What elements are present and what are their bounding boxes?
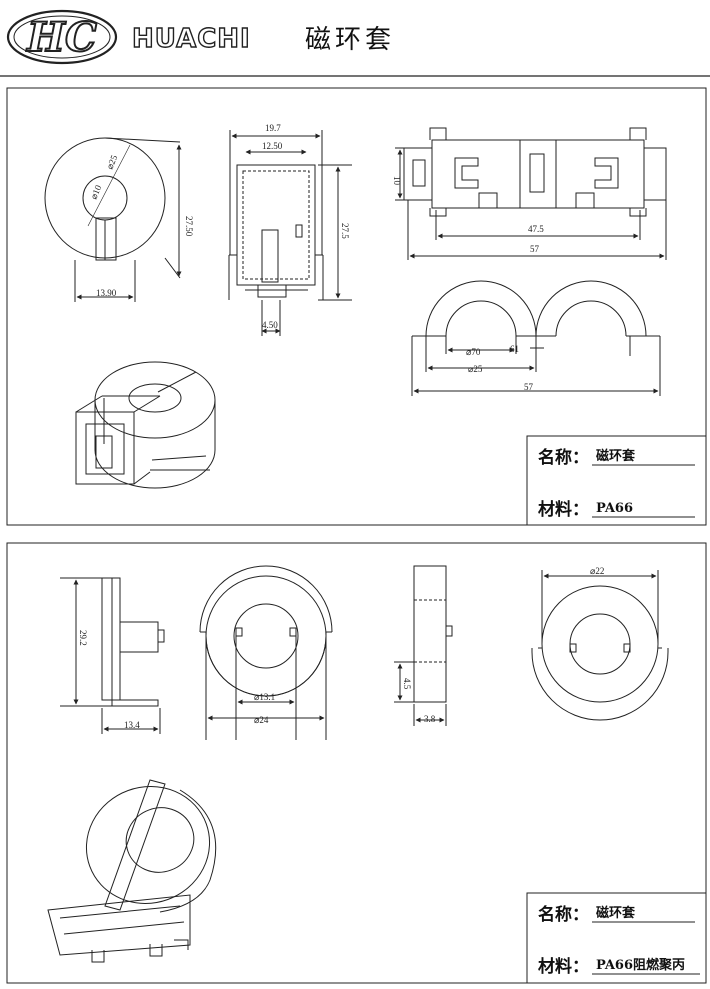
dim-outer-diameter: ⌀25	[105, 153, 120, 171]
panel2-front-view	[199, 565, 333, 740]
dim-open-length: 57	[524, 382, 534, 392]
material-label: 材料：	[538, 499, 589, 520]
dim-open-c: ⌀25	[468, 364, 483, 374]
dim-p2-width: 13.4	[124, 720, 140, 730]
name-value-2: 磁环套	[596, 905, 636, 921]
panel1-front-view	[44, 137, 182, 302]
dim-side-top: 19.7	[265, 123, 281, 133]
name-label-2: 名称：	[538, 904, 589, 925]
dim-p2-narrow-h: 4.5	[402, 678, 412, 690]
dim-top-length: 57	[530, 244, 540, 254]
dim-side-height: 27.5	[340, 223, 350, 239]
dim-top-inner-length: 47.5	[528, 224, 544, 234]
brand-name: HUACHI	[132, 24, 251, 54]
panel1-info-block: 名称： 磁环套 材料： PA66	[526, 435, 707, 526]
dim-p2-height: 29.2	[78, 630, 88, 646]
dim-p2-narrow-w: 3.8	[424, 714, 436, 724]
dim-height: 27.50	[184, 216, 194, 237]
dim-side-inner: 12.50	[262, 141, 283, 151]
panel1-side-view	[228, 130, 352, 336]
dim-open-a: ⌀70	[466, 347, 481, 357]
dim-top-height: 10	[392, 176, 402, 186]
dim-open-b: 61	[510, 344, 519, 354]
panel2-ring-view	[531, 570, 669, 721]
material-value: PA66	[596, 501, 633, 516]
panel1-top-view	[395, 127, 667, 260]
dim-p2-ring: ⌀22	[590, 566, 604, 576]
dim-inner-diameter: ⌀10	[89, 183, 104, 201]
name-label: 名称：	[538, 447, 589, 468]
panel1-open-view	[411, 280, 661, 396]
panel2-isometric-view	[47, 779, 217, 963]
panel1-isometric-view	[75, 361, 216, 489]
dim-p2-inner: ⌀13.1	[254, 692, 275, 702]
dim-side-tab: 4.50	[262, 320, 278, 330]
header: HC HUACHI 磁环套	[0, 9, 710, 77]
dim-width: 13.90	[96, 288, 117, 298]
company-logo: HC	[6, 9, 118, 65]
panel2-info-block: 名称： 磁环套 材料： PA66阻燃聚丙	[526, 892, 707, 984]
material-label-2: 材料：	[538, 956, 589, 977]
dim-p2-outer: ⌀24	[254, 715, 269, 725]
logo-text: HC	[26, 14, 97, 61]
panel2-side-view	[60, 577, 165, 734]
drawing-title: 磁环套	[305, 25, 395, 55]
material-value-2: PA66阻燃聚丙	[596, 957, 685, 973]
panel-2-frame	[6, 542, 707, 984]
panel-1-frame	[6, 87, 707, 526]
panel2-narrow-view	[394, 565, 453, 726]
name-value: 磁环套	[596, 448, 636, 464]
